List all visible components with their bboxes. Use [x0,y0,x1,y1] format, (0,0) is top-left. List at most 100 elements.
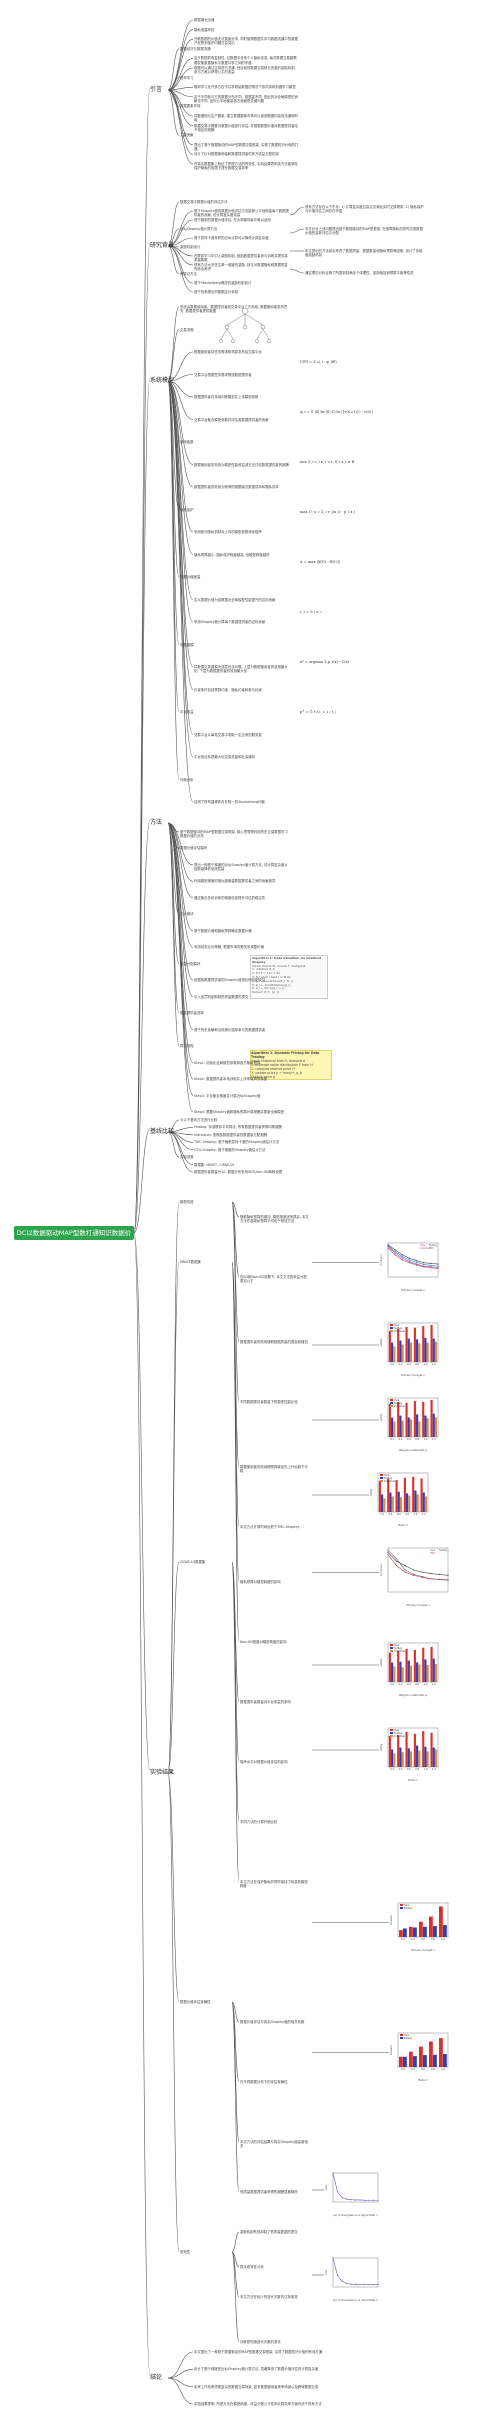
experiment-item-10[interactable]: 不同方法的计算开销比较 [240,1820,278,1824]
experiment-group-3[interactable]: 数据价值评估准确性 [180,2000,211,2004]
model-item-4[interactable]: 数据提供者在本地训练模型并上传模型参数 [194,395,259,399]
intro-item-3[interactable]: 数据经济与数据流通 [180,46,211,51]
model-item-17[interactable]: 约束条件包括预算约束、隐私约束和参与约束 [194,687,262,692]
method-item-2[interactable]: 提出一种基于梯度的近似Shapley值计算方法, 将计算复杂度从指数级降低到线性… [194,862,288,872]
baseline-item-7[interactable]: 数据提供者数量为10, 数据分布采用IID与Non-IID两种设置 [194,1170,283,1174]
model-item-6[interactable]: 效用函数 [180,440,194,444]
experiment-item-2[interactable]: 数据提供者的效用随着数据质量的提高而增加 [240,1340,308,1344]
model-item-9[interactable]: 隐私保护 [180,507,194,512]
baseline-item-6[interactable]: 数据集: MNIST, CIFAR-10 [194,1162,235,1167]
baseline-item-1[interactable]: FedAvg: 标准联邦平均算法, 所有数据提供者获得均等报酬 [194,1125,282,1130]
experiment-item-8[interactable]: 数据提供者数量对平台收益的影响 [240,1700,291,1704]
method-item-16[interactable]: Step3: 平台聚合梯度并计算近似Shapley值 [194,1093,261,1098]
intro-item-0[interactable]: 数据增长迅速 [194,18,215,22]
method-item-0[interactable]: 基于数据驱动的MAP型数据交易框架, 核心思想是利用历史交易数据学习数据价值的分… [180,830,288,839]
baseline-item-3[interactable]: TMC-Shapley: 基于截断蒙特卡洛的Shapley值估计方法 [194,1140,280,1145]
background-item-8[interactable]: 博弈论方法 [180,272,197,276]
experiment-item-13[interactable]: 在不同数据分布下的评估准确性 [240,2080,288,2084]
method-item-8[interactable]: 收益分配模块 [180,961,201,966]
experiment-item-19[interactable]: 训练损失随迭代次数的变化 [240,2340,281,2344]
intro-item-5[interactable]: 数据可以通过交易进行流通, 但目前的数据交易缺乏完善的激励机制, 参与方难以获得… [194,66,296,75]
model-item-11[interactable]: 隐私预算越小, 隐私保护程度越高, 但模型精度越低 [194,552,270,557]
method-item-14[interactable]: Step1: 初始化全局模型参数和各方隐私预算 [194,1060,261,1065]
method-item-15[interactable]: Step2: 数据提供者本地训练并上传带噪声的梯度 [194,1077,268,1082]
background-item-3[interactable]: 近似Shapley值计算方法 [180,227,218,231]
branch-conclusion[interactable]: 结论 [150,2374,163,2381]
method-item-5[interactable]: 定价模块 [180,912,194,917]
conclusion-item-0[interactable]: 本文提出了一种基于数据驱动的MAP型数据交易框架, 实现了数据知识价值的有效打通 [194,2350,323,2354]
intro-item-1[interactable]: 隐私泄露风险 [194,27,215,32]
method-item-10[interactable]: 引入惩罚机制抑制低质量数据的提交 [194,994,249,999]
method-item-7[interactable]: 采用动态定价策略, 根据市场供需关系调整价格 [194,945,264,950]
model-item-13[interactable]: 定义数据价值为该数据对全局模型性能提升的边际贡献 [194,597,276,602]
model-item-5[interactable]: 交易平台聚合模型参数并评估各数据提供者的贡献 [194,417,269,422]
model-item-10[interactable]: 采用差分隐私机制对上传的模型参数添加噪声 [194,530,262,534]
method-item-4[interactable]: 通过聚合多轮训练的梯度信息提升评估的稳定性 [194,895,266,900]
conclusion-item-2[interactable]: 未来工作将考虑更复杂的数据交易场景, 如多数据使用者竞争场景以及跨域数据交易 [194,2384,319,2389]
intro-item-9[interactable]: 数据要素市场 [180,104,201,109]
model-item-16[interactable]: 将数据交易建模为双层优化问题, 上层为数据使用者的效用最大化, 下层为数据提供者… [194,665,288,674]
baseline-item-0[interactable]: 与以下基线方法进行比较: [180,1118,219,1122]
model-item-22[interactable]: 证明了所构建博弈存在唯一的Stackelberg均衡 [194,800,265,804]
intro-item-10[interactable]: 将数据视为生产要素, 建立数据要素市场可以促进数据的高效流通和利用 [194,114,298,123]
background-side-note-2[interactable]: 本文提出的方法综合考虑了数据质量、数据数量和隐私预算等因素, 设计了多维度激励机… [305,249,423,258]
method-item-9[interactable]: 依据各数据提供者的Shapley值按比例分配收益 [194,978,266,983]
background-side-note-0[interactable]: 现有方法存在以下不足: 1) 计算复杂度过高无法满足实时交易需求; 2) 隐私保… [305,205,424,214]
experiment-item-11[interactable]: 本文方法在保护隐私的同时保持了较高的模型精度 [240,1880,308,1889]
experiment-item-0[interactable]: 随着隐私预算的增加, 模型精度逐渐提高, 本文方法在各隐私预算下均优于基线方法 [240,1215,309,1224]
model-item-3[interactable]: 交易平台根据任务需求筛选数据提供者 [194,372,252,377]
experiment-item-5[interactable]: 本文方法计算时间远低于TMC-Shapley [240,1525,300,1529]
experiment-group-1[interactable]: MNIST数据集 [180,1260,201,1264]
branch-baseline[interactable]: 基线比较 [150,1128,175,1135]
model-item-21[interactable]: 均衡分析 [180,777,194,782]
model-item-1[interactable]: 交易流程 [180,327,194,332]
background-item-0[interactable]: 数据交易中数据价值的评估方法 [180,200,228,204]
intro-item-6[interactable]: 联邦学习 [180,75,194,80]
background-item-1[interactable]: 基于Shapley值的数据价值评估方法能够公平地衡量每个数据提供者的贡献, 但计… [194,209,289,218]
method-item-12[interactable]: 基于历史贡献和当前报价选择参与的数据提供者 [194,1027,266,1032]
experiment-item-12[interactable]: 数据价值评估与真实Shapley值的相关系数 [240,2020,305,2024]
experiment-item-18[interactable]: 本文方法在较少的迭代次数内达到收敛 [240,2295,298,2299]
method-item-13[interactable]: 算法流程 [180,1044,194,1049]
experiment-item-15[interactable]: 低质量数据提供者获得的报酬显著降低 [240,2190,298,2194]
root-node[interactable]: DC以数据驱动MAP型数打通知识数据价值 [14,1226,134,1251]
model-item-18[interactable]: 平台收益 [180,710,194,714]
experiment-item-4[interactable]: 数据使用者的效用随预算增加先上升后趋于平稳 [240,1465,308,1474]
branch-intro[interactable]: 引言 [150,86,163,93]
intro-item-15[interactable]: 在真实数据集上验证了所提方法的有效性, 实验结果表明该方法能够在保护隐私的前提下… [194,162,298,171]
model-item-20[interactable]: 平台的目标是最大化交易总量和社会福利 [194,755,256,759]
intro-item-11[interactable]: 数据交易中需要对数据价值进行评估, 并根据数据价值对数据提供者给予相应的报酬 [194,123,298,132]
experiment-item-16[interactable]: 激励机制有效抑制了低质量数据的提交 [240,2230,298,2234]
method-item-11[interactable]: 数据提供者选择 [180,1011,204,1016]
method-item-17[interactable]: Step4: 根据Shapley值和隐私预算计算报酬并更新全局模型 [194,1110,285,1114]
background-item-5[interactable]: 激励机制设计 [180,245,201,249]
experiment-group-4[interactable]: 收敛性 [180,2250,191,2254]
conclusion-item-1[interactable]: 设计了基于梯度的近似Shapley值计算方法, 显著降低了数据价值评估的计算复杂… [194,2367,319,2372]
conclusion-item-3[interactable]: 实验结果表明, 所提方法在模型精度、收益分配公平性和计算效率方面均优于现有方法 [194,2402,322,2406]
method-item-3[interactable]: 利用模型梯度的相似度衡量数据提供者之间的贡献差异 [194,879,276,884]
intro-item-7[interactable]: 联邦学习允许多方在不共享原始数据的情况下协同训练机器学习模型 [194,85,296,90]
experiment-item-1[interactable]: 在IID和Non-IID设置下, 本文方法的收益分配更加公平 [240,1275,307,1284]
background-item-9[interactable]: 基于Stackelberg博弈的激励机制设计 [194,281,252,285]
intro-item-8[interactable]: 由于不同参与方的数据分布不同、数据量不同, 因此其对全局模型的贡献也不同, 如何… [194,94,298,103]
model-item-0[interactable]: 系统由数据使用者、数据提供者和交易平台三方构成, 数据使用者发布任务, 数据提供… [180,305,288,314]
experiment-item-14[interactable]: 本文方法的评估结果与真实Shapley值高度相关 [240,2140,308,2149]
model-item-2[interactable]: 数据使用者将任务需求和预算发布给交易平台 [194,350,262,354]
baseline-item-2[interactable]: Individual: 按照各数据提供者的数据量分配报酬 [194,1132,267,1137]
intro-item-14[interactable]: 设计了针对数据使用者和数据提供者的多方收益分配机制 [194,152,279,157]
background-item-4[interactable]: 基于蒙特卡洛采样的近似计算可以降低计算复杂度 [194,236,269,240]
branch-model[interactable]: 系统模型 [150,377,175,384]
intro-item-13[interactable]: 提出了基于数据驱动的MAP型数据交易框架, 实现了数据知识价值的打通 [194,142,299,151]
baseline-item-4[interactable]: GTG-Shapley: 基于梯度的Shapley值估计方法 [194,1147,266,1152]
method-item-1[interactable]: 数据价值评估模块 [180,846,208,851]
experiment-item-17[interactable]: 算法收敛性分析 [240,2265,264,2269]
branch-background[interactable]: 研究背景 [150,242,175,249]
model-item-7[interactable]: 数据使用者的效用为模型性能收益减去支付给数据提供者的报酬 [194,462,289,467]
background-item-10[interactable]: 基于拍卖理论的数据定价机制 [194,290,239,294]
background-item-2[interactable]: 基于模型的数据价值评估, 在大规模场景中难以适用 [194,218,271,222]
background-item-6[interactable]: 在联邦学习中引入激励机制, 鼓励数据提供者参与训练并提供高质量数据 [194,254,288,263]
branch-method[interactable]: 方法 [150,819,163,826]
model-item-14[interactable]: 采用Shapley值计算每个数据提供者的边际贡献 [194,620,266,624]
experiment-group-0[interactable]: 模型性能 [180,1200,194,1204]
background-side-note-1[interactable]: 本文针对上述问题提出基于数据驱动的MAP型框架, 在保障隐私的同时实现数据价值的… [305,227,423,236]
